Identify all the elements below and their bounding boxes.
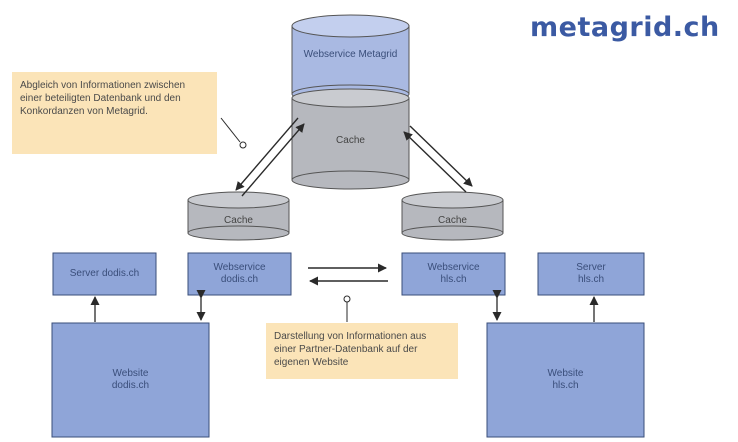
label-website-dodis: Website dodis.ch xyxy=(111,368,150,391)
website-hls-box xyxy=(486,322,645,438)
arrow-central-to-left-cache xyxy=(235,117,299,191)
label-central-cache: Cache xyxy=(336,135,365,146)
label-webservice-dodis: Webservice dodis.ch xyxy=(213,262,266,285)
label-left-cache: Cache xyxy=(224,215,253,226)
label-right-cache: Cache xyxy=(438,215,467,226)
server-hls-box xyxy=(537,252,645,296)
label-webservice-hls: Webservice hls.ch xyxy=(427,262,480,285)
arrow-left-cache-to-central xyxy=(241,123,305,197)
left-cache-cylinder xyxy=(187,191,290,241)
top-note-pointer xyxy=(220,117,247,149)
right-cache-cylinder xyxy=(401,191,504,241)
arrow-right-cache-to-central xyxy=(403,131,467,193)
note-sync-info: Abgleich von Informationen zwischen eine… xyxy=(12,72,217,154)
arrow-central-to-right-cache xyxy=(409,125,473,187)
website-dodis-box xyxy=(51,322,210,438)
note-display-info: Darstellung von Informationen aus einer … xyxy=(266,323,458,379)
metagrid-logo: metagrid.ch xyxy=(530,12,720,43)
webservice-dodis-box xyxy=(187,252,292,296)
label-website-hls: Website hls.ch xyxy=(547,368,584,391)
bottom-note-pointer xyxy=(343,295,351,322)
label-server-hls: Server hls.ch xyxy=(576,262,606,285)
label-server-dodis: Server dodis.ch xyxy=(69,268,140,279)
label-webservice-metagrid: Webservice Metagrid xyxy=(303,49,398,60)
server-dodis-box xyxy=(52,252,157,296)
webservice-hls-box xyxy=(401,252,506,296)
